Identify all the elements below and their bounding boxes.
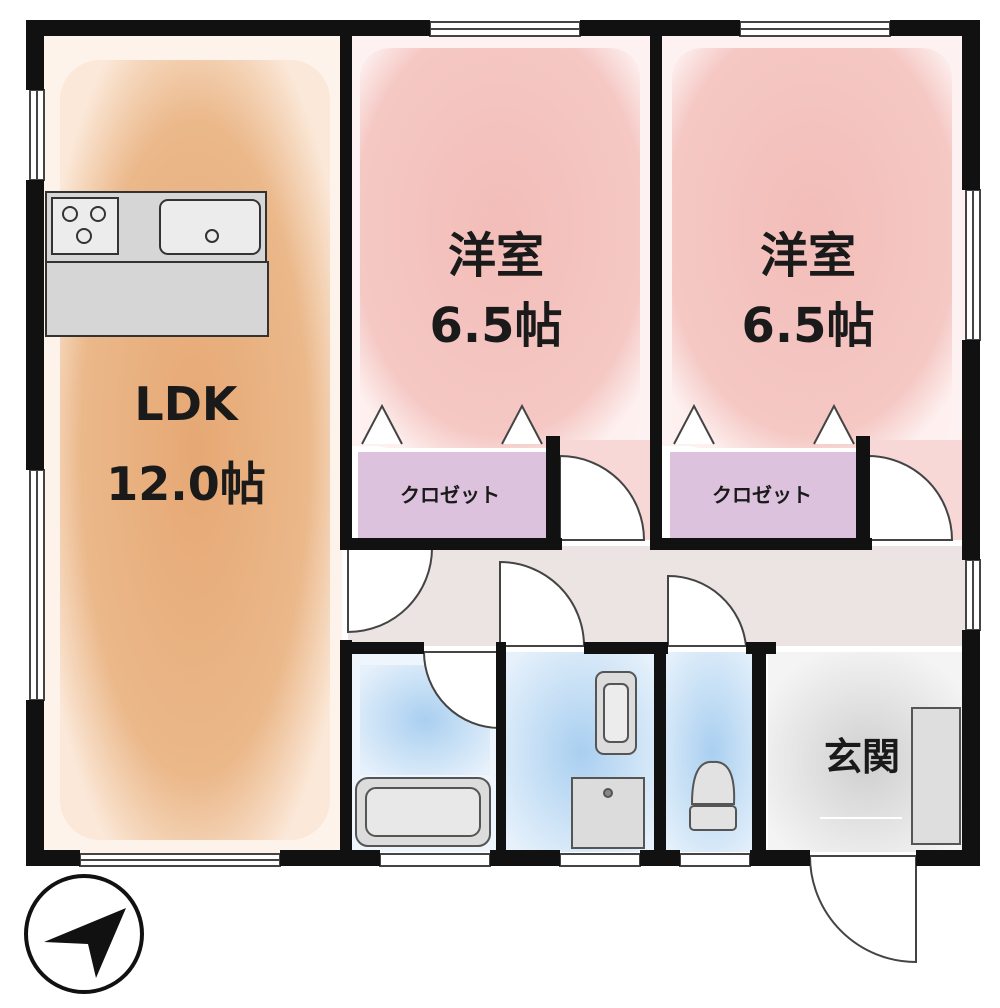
washing-machine-icon [571, 777, 645, 849]
entrance-label: 玄関 [824, 735, 900, 779]
bedroom-right-label: 洋室 [760, 228, 856, 284]
bedroom-left-size-label: 6.5帖 [429, 298, 562, 354]
ldk-label: LDK [134, 377, 239, 431]
closet-left [358, 452, 546, 538]
ldk-size-label: 12.0帖 [106, 457, 266, 511]
closet-right-label: クロゼット [712, 483, 812, 507]
washbasin-icon [595, 671, 637, 755]
sink-icon [159, 199, 261, 255]
closet-right [670, 452, 858, 538]
walls [26, 20, 980, 866]
shoe-cabinet [911, 707, 961, 845]
kitchen-counter [45, 191, 269, 337]
door-swings [347, 454, 954, 964]
closet-door-marks-left [361, 403, 543, 445]
bedroom-left-label: 洋室 [448, 228, 544, 284]
closet-door-marks-right [673, 403, 855, 445]
room-bedroom-right [660, 36, 966, 448]
closet-left-label: クロゼット [400, 483, 500, 507]
room-ldk [44, 36, 342, 854]
bathtub-icon [355, 777, 491, 847]
bedroom-right-size-label: 6.5帖 [741, 298, 874, 354]
room-bedroom-left [348, 36, 654, 448]
toilet-icon [689, 760, 737, 831]
stove-icon [51, 197, 119, 255]
north-arrow-icon [24, 874, 144, 994]
hallway [348, 546, 966, 646]
